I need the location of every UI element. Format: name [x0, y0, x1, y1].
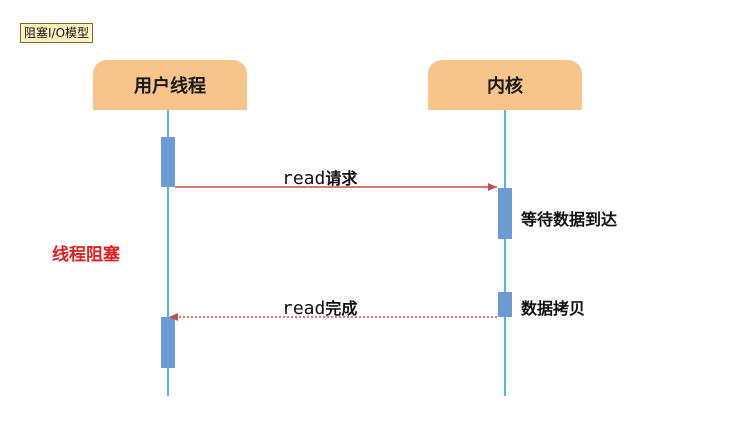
diagram-title: 阻塞I/O模型 — [20, 23, 94, 43]
kernel-step-wait: 等待数据到达 — [521, 210, 618, 229]
user-activation-request — [161, 137, 175, 187]
kernel-lifeline — [504, 110, 506, 396]
actor-user-thread-label: 用户线程 — [134, 76, 206, 97]
actor-kernel-label: 内核 — [487, 76, 523, 97]
complete-code: read — [282, 298, 326, 319]
kernel-activation-copy — [498, 292, 512, 317]
complete-message: read完成 — [282, 295, 357, 319]
user-lifeline — [167, 110, 169, 396]
kernel-activation-wait — [498, 188, 512, 239]
complete-text: 完成 — [325, 299, 358, 318]
kernel-step-copy: 数据拷贝 — [521, 299, 586, 318]
actor-kernel: 内核 — [428, 60, 582, 110]
request-message: read请求 — [282, 165, 357, 189]
thread-blocked-label: 线程阻塞 — [52, 245, 120, 265]
request-code: read — [282, 168, 326, 189]
request-text: 请求 — [325, 169, 358, 188]
user-activation-complete — [161, 317, 175, 368]
actor-user-thread: 用户线程 — [93, 60, 247, 110]
